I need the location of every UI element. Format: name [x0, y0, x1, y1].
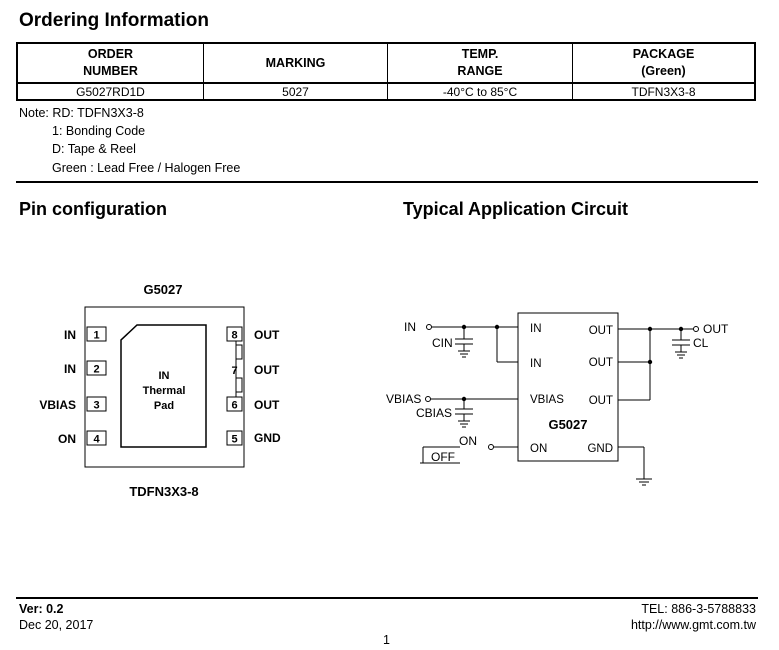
temp-range-cell: -40°C to 85°C [387, 82, 573, 101]
pin-number: 1 [93, 330, 99, 342]
chip-pin-on: ON [530, 443, 547, 455]
pin-tie-tab [235, 344, 243, 360]
chip-pin-gnd: GND [587, 443, 613, 455]
marking-cell: 5027 [203, 82, 388, 101]
pad-label: Thermal [143, 385, 186, 397]
pin-number: 3 [93, 400, 99, 412]
chip-pin-out1: OUT [589, 325, 613, 337]
header-text: (Green) [641, 64, 686, 78]
pin-1: 1 IN [64, 326, 107, 342]
pin-tie-tab [235, 377, 243, 393]
pad-label: IN [159, 370, 170, 382]
header-text: PACKAGE [632, 47, 695, 61]
header-text: TEMP. [461, 47, 499, 61]
circuit-cin-label: CIN [432, 336, 453, 350]
circuit-title: Typical Application Circuit [403, 199, 629, 219]
circuit-on-label: ON [459, 434, 477, 448]
footer-url: http://www.gmt.com.tw [630, 618, 756, 632]
pin-4: 4 ON [58, 430, 107, 446]
pin-configuration-diagram: G5027 IN Thermal Pad 1 IN 2 IN 3 VBIAS 4… [39, 282, 281, 499]
pin-number: 7 [231, 365, 237, 377]
order-number-cell: G5027RD1D [16, 82, 204, 101]
pin-8: 8 OUT [226, 326, 280, 342]
pin-name: ON [58, 432, 76, 446]
footer-version: Ver: 0.2 [19, 602, 64, 616]
pin-3: 3 VBIAS [39, 396, 107, 412]
circuit-cl-label: CL [693, 336, 709, 350]
page-number: 1 [383, 633, 390, 647]
note-line: Green : Lead Free / Halogen Free [52, 161, 241, 175]
chip-pin-in2: IN [530, 358, 542, 370]
pin-name: OUT [254, 363, 280, 377]
temp-range-header: TEMP. RANGE [387, 42, 573, 84]
thermal-pad [120, 324, 207, 448]
pin-2: 2 IN [64, 360, 107, 376]
header-text: RANGE [457, 64, 503, 78]
chip-pin-in1: IN [530, 323, 542, 335]
pin-number: 4 [93, 434, 100, 446]
chip-pin-out3: OUT [589, 395, 613, 407]
note-line: 1: Bonding Code [52, 124, 146, 138]
pin-config-title: Pin configuration [19, 199, 167, 219]
chip-pin-vbias: VBIAS [530, 394, 564, 406]
pin-number: 2 [93, 364, 99, 376]
table-header-row: ORDER NUMBER MARKING TEMP. RANGE PACKAGE… [16, 42, 756, 84]
pin-number: 6 [231, 400, 237, 412]
pin-name: IN [64, 328, 76, 342]
note-line: Note: RD: TDFN3X3-8 [19, 106, 144, 120]
application-circuit: IN IN VBIAS ON OUT OUT OUT GND G5027 [386, 312, 729, 486]
pin-name: GND [254, 431, 281, 445]
pin-part-label: G5027 [143, 282, 182, 297]
footer-divider [16, 597, 758, 599]
section-divider [16, 181, 758, 183]
package-cell: TDFN3X3-8 [572, 82, 756, 101]
circuit-vbias-label: VBIAS [386, 392, 421, 406]
footer-tel: TEL: 886-3-5788833 [641, 602, 756, 616]
pin-6: 6 OUT [226, 396, 280, 412]
circuit-wires [420, 324, 699, 486]
header-text: ORDER [87, 47, 134, 61]
pin-number: 8 [231, 330, 237, 342]
circuit-off-label: OFF [431, 450, 455, 464]
table-row: G5027RD1D 5027 -40°C to 85°C TDFN3X3-8 [16, 82, 756, 101]
pin-5: 5 GND [226, 430, 281, 446]
pin-7: 7 OUT [231, 363, 280, 377]
pin-name: VBIAS [39, 398, 76, 412]
note-line: D: Tape & Reel [52, 142, 136, 156]
circuit-out-label: OUT [703, 322, 729, 336]
order-number-header: ORDER NUMBER [16, 42, 204, 84]
package-header: PACKAGE (Green) [572, 42, 756, 84]
ordering-table: ORDER NUMBER MARKING TEMP. RANGE PACKAGE… [16, 42, 756, 101]
circuit-chip-label: G5027 [548, 417, 587, 432]
marking-header: MARKING [203, 42, 388, 84]
header-text: NUMBER [83, 64, 138, 78]
package-label: TDFN3X3-8 [129, 484, 198, 499]
chip-pin-out2: OUT [589, 357, 613, 369]
pin-name: IN [64, 362, 76, 376]
footer-date: Dec 20, 2017 [19, 618, 94, 632]
circuit-chip [517, 312, 619, 462]
pin-name: OUT [254, 398, 280, 412]
ordering-title: Ordering Information [19, 10, 209, 31]
pin-number: 5 [231, 434, 237, 446]
circuit-junctions [461, 324, 684, 402]
circuit-cbias-label: CBIAS [416, 406, 452, 420]
pin-name: OUT [254, 328, 280, 342]
pad-label: Pad [154, 400, 174, 412]
circuit-in-label: IN [404, 320, 416, 334]
